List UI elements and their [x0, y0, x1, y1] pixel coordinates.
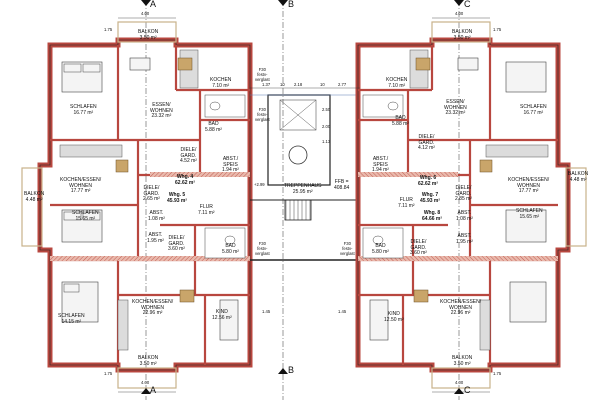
left-kind: KIND 12.56 m² [212, 309, 232, 321]
stair-ffb: FFB = 408.84 [334, 179, 350, 191]
section-markers [141, 0, 464, 394]
left-whg4: Whg. 4 62.62 m² [175, 174, 196, 186]
right-diele-low: DIELE/ GARD. 3.60 m² [410, 239, 427, 256]
left-balkon-side: BALKON 4.48 m² [24, 191, 45, 203]
right-balkon-bottom: BALKON 3.50 m² [452, 355, 473, 367]
left-abst-speis: ABST./ SPEIS 1.94 m² [222, 156, 239, 173]
right-abst-speis: ABST./ SPEIS 1.94 m² [372, 156, 389, 173]
right-kochen: KOCHEN 7.10 m² [386, 77, 408, 89]
right-diele-top: DIELE/ GARD. 4.12 m² [418, 134, 435, 151]
left-kochen-low: KOCHEN/ESSEN/ WOHNEN 22.96 m² [132, 299, 174, 316]
dim-stair-v1: 2.50 [322, 107, 331, 112]
left-abst-low: ABST. 1.95 m² [147, 232, 164, 244]
left-bad-top: BAD 5.88 m² [205, 121, 222, 133]
left-schlafen-top: SCHLAFEN 16.77 m² [70, 104, 97, 116]
left-abst-mid: ABST. 1.08 m² [148, 210, 165, 222]
left-f30-low: F30 festv- verglast [255, 241, 270, 256]
right-whg7: Whg. 7 45.93 m² [420, 192, 441, 204]
dim-side-top-right: 1.75 [493, 27, 502, 32]
right-bad-top: BAD 5.88 m² [392, 115, 409, 127]
section-c-bottom: C [464, 385, 471, 395]
dim-stair-v2: 2.00 [322, 124, 331, 129]
dim-stair-b: 10 [280, 82, 285, 87]
dim-bottom-v1: 1.45 [262, 309, 271, 314]
dim-balcony-top-right: 4.00 [455, 11, 464, 16]
stair-f30-a: F30 festv- verglast [340, 241, 355, 256]
left-diele-top: DIELE/ GARD. 4.52 m² [180, 147, 197, 164]
dim-balcony-bottom-left: 4.00 [141, 380, 150, 385]
dim-stair-c: 2.18 [294, 82, 303, 87]
right-schlafen-mid: SCHLAFEN 15.65 m² [516, 208, 543, 220]
right-kochen-side: KOCHEN/ESSEN/ WOHNEN 17.77 m² [508, 177, 550, 194]
right-balkon-side: BALKON 4.48 m² [568, 171, 589, 183]
left-diele-low: DIELE/ GARD. 3.60 m² [168, 235, 185, 252]
dim-side-bottom-left: 1.75 [104, 371, 113, 376]
right-whg6: Whg. 6 62.62 m² [418, 175, 439, 187]
right-kochen-low: KOCHEN/ESSEN/ WOHNEN 22.96 m² [440, 299, 482, 316]
right-abst-low: ABST. 1.95 m² [456, 233, 473, 245]
right-building [355, 21, 587, 389]
right-balkon-top: BALKON 3.50 m² [452, 29, 473, 41]
left-building [21, 21, 253, 389]
left-flur: FLUR 7.11 m² [198, 204, 215, 216]
dim-balcony-top-left: 4.00 [141, 11, 150, 16]
left-kochen: KOCHEN 7.10 m² [210, 77, 232, 89]
level-floor: +2.99 [254, 182, 265, 187]
left-schlafen-low: SCHLAFEN 14.15 m² [58, 313, 85, 325]
left-bad-low: BAD 5.80 m² [222, 243, 239, 255]
right-flur: FLUR 7.11 m² [398, 197, 415, 209]
dim-stair-v3: 1.13 [322, 139, 331, 144]
dim-side-top-left: 1.75 [104, 27, 113, 32]
right-essen: ESSEN/ WOHNEN 23.32 m² [444, 99, 467, 116]
left-balkon-top: BALKON 3.50 m² [138, 29, 159, 41]
staircase [250, 94, 360, 261]
right-bad-low: BAD 5.80 m² [372, 243, 389, 255]
left-f30-mid: F30 festv- verglast [255, 107, 270, 122]
right-kind: KIND 12.50 m² [384, 311, 404, 323]
section-c-top: C [464, 0, 471, 9]
section-a-top: A [150, 0, 157, 9]
right-abst-mid: ABST. 1.08 m² [456, 210, 473, 222]
right-whg8: Whg. 8 64.66 m² [422, 210, 443, 222]
dim-stair-a: 1.37 [262, 82, 271, 87]
right-schlafen-top: SCHLAFEN 16.77 m² [520, 104, 547, 116]
dim-side-bottom-right: 1.75 [493, 371, 502, 376]
section-a-bottom: A [150, 385, 157, 395]
dim-balcony-bottom-right: 4.00 [455, 380, 464, 385]
left-whg5: Whg. 5 45.93 m² [167, 192, 188, 204]
left-kochen-side: KOCHEN/ESSEN/ WOHNEN 17.77 m² [60, 177, 102, 194]
section-b-top: B [288, 0, 295, 9]
left-diele-mid: DIELE/ GARD. 2.65 m² [143, 185, 160, 202]
dim-stair-e: 2.77 [338, 82, 347, 87]
left-essen: ESSEN/ WOHNEN 23.32 m² [150, 102, 173, 119]
left-balkon-bottom: BALKON 3.50 m² [138, 355, 159, 367]
section-b-bottom: B [288, 365, 295, 375]
stair-label: TREPPENHAUS 25.95 m² [284, 183, 322, 195]
right-diele-mid: DIELE/ GARD. 2.85 m² [455, 185, 472, 202]
left-f30-top: F30 festv- verglast [255, 67, 270, 82]
dim-bottom-v2: 1.45 [338, 309, 347, 314]
dim-stair-d: 10 [320, 82, 325, 87]
dimension-lines [118, 17, 490, 393]
left-schlafen-mid: SCHLAFEN 15.65 m² [72, 210, 99, 222]
